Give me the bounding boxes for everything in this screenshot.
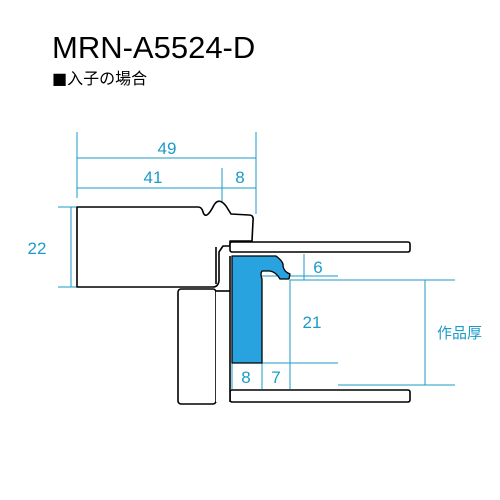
dim-bottom-left: 8 bbox=[241, 368, 250, 387]
subtitle: ■入子の場合 bbox=[52, 69, 147, 88]
frame-moulding bbox=[76, 200, 254, 288]
dim-moulding-width: 41 bbox=[144, 168, 163, 187]
back-connector bbox=[216, 291, 230, 402]
dim-lip-width: 8 bbox=[235, 168, 244, 187]
dimension-lines bbox=[58, 132, 455, 389]
dim-bottom-right: 7 bbox=[271, 368, 280, 387]
dim-overall-width: 49 bbox=[158, 139, 177, 158]
model-code: MRN-A5524-D bbox=[52, 30, 255, 65]
insert-profile bbox=[231, 255, 291, 364]
dim-artwork-thickness: 作品厚 bbox=[437, 324, 482, 342]
top-plate bbox=[229, 241, 411, 253]
profile-shapes bbox=[76, 200, 411, 405]
dim-height: 22 bbox=[28, 239, 47, 258]
back-rail bbox=[177, 288, 217, 405]
bottom-plate bbox=[229, 389, 411, 403]
dim-rebate-top: 6 bbox=[313, 258, 322, 277]
dim-rebate-depth: 21 bbox=[303, 313, 322, 332]
